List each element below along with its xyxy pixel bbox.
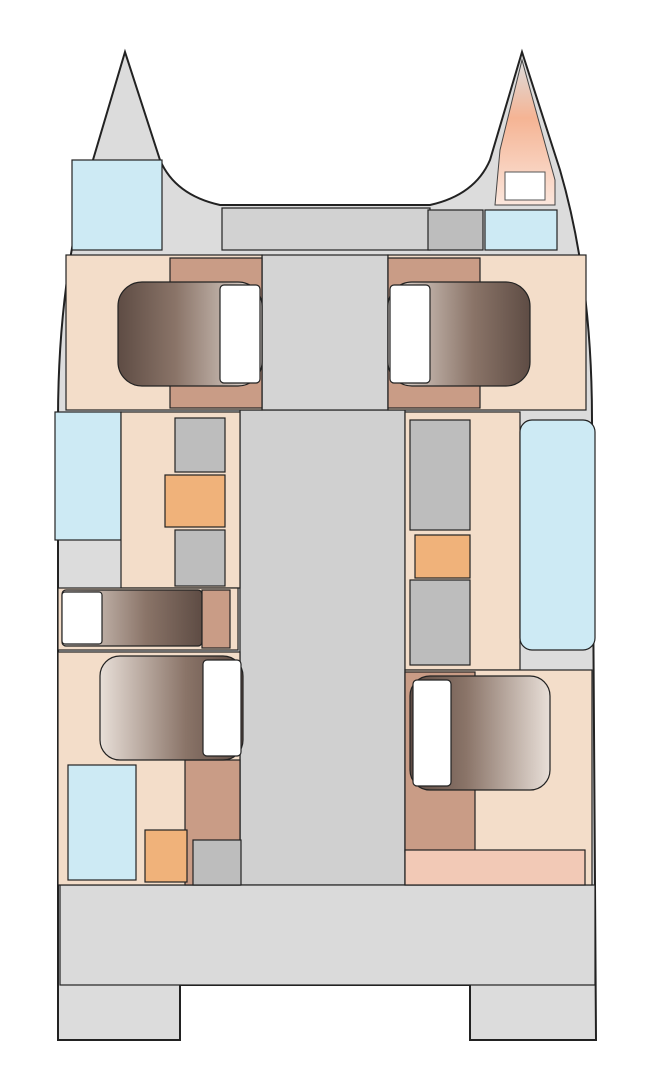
left-mid-head <box>54 411 122 541</box>
right-aft-bed-pillows <box>412 679 452 787</box>
right-forward-storage <box>427 209 484 251</box>
right-storage-lower <box>409 579 471 666</box>
bridge-deck-storage <box>221 207 431 251</box>
left-stairs <box>164 474 226 528</box>
right-head <box>519 419 596 651</box>
right-stairs <box>414 534 471 579</box>
right-aft-locker <box>404 849 586 886</box>
left-forward-head <box>71 159 163 251</box>
left-storage-upper <box>174 417 226 473</box>
right-storage-upper <box>409 419 471 531</box>
central-salon <box>239 409 406 886</box>
right-bow-berth <box>494 58 556 206</box>
left-forward-bed-pillows <box>219 284 261 384</box>
left-aft-stairs <box>144 829 188 883</box>
left-mid-wood <box>201 589 231 649</box>
stern-deck <box>59 884 596 986</box>
left-aft-bed-pillows <box>202 659 242 757</box>
forward-corridor <box>261 254 389 411</box>
right-forward-head <box>484 209 558 251</box>
left-aft-storage <box>192 839 242 886</box>
bow-pillow <box>504 171 546 201</box>
left-aft-head <box>67 764 137 881</box>
left-storage-lower <box>174 529 226 587</box>
right-forward-bed-pillows <box>389 284 431 384</box>
left-mid-bed-pillows <box>61 591 103 645</box>
